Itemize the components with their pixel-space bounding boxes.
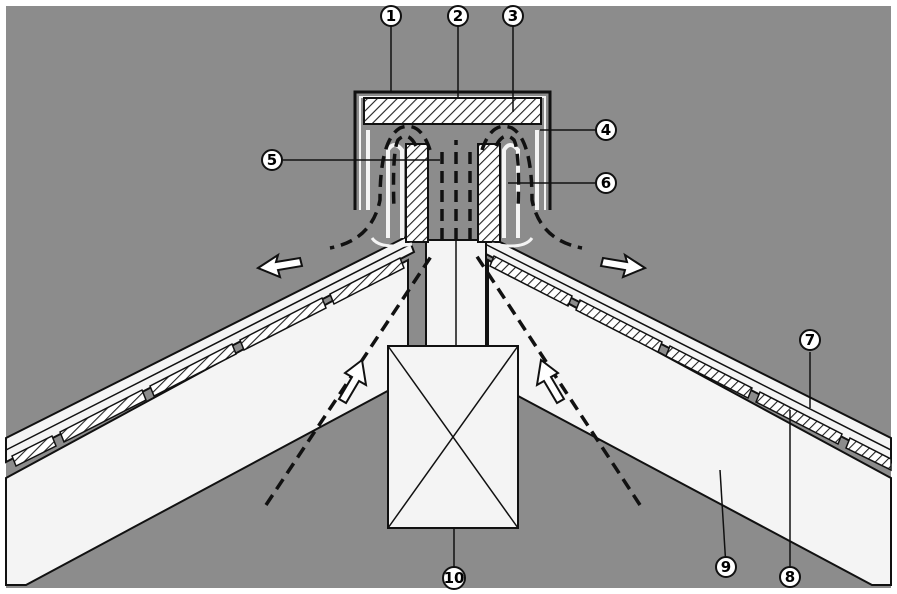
callout-4-label: 4 <box>601 121 611 139</box>
intake-arrow-right <box>535 358 566 405</box>
airflow-paths <box>264 124 642 506</box>
callout-10: 10 <box>442 566 466 590</box>
callout-10-label: 10 <box>444 569 465 587</box>
callout-9: 9 <box>715 556 737 578</box>
callout-2-label: 2 <box>453 7 463 25</box>
callout-2: 2 <box>447 5 469 27</box>
callout-5-label: 5 <box>267 151 277 169</box>
callout-4: 4 <box>595 119 617 141</box>
intake-arrow-left <box>337 358 368 405</box>
callout-6: 6 <box>595 172 617 194</box>
callout-1-label: 1 <box>386 7 396 25</box>
callout-7: 7 <box>799 329 821 351</box>
callout-3: 3 <box>502 5 524 27</box>
callout-leaders <box>283 26 811 568</box>
ridge-post <box>425 239 487 349</box>
left-tile-line <box>5 243 412 451</box>
ridge-beam <box>387 345 519 529</box>
callout-3-label: 3 <box>508 7 518 25</box>
callout-5: 5 <box>261 149 283 171</box>
left-tiles <box>11 256 405 468</box>
left-roof-deck <box>5 234 416 464</box>
right-tiles <box>489 254 892 472</box>
right-tile-line <box>484 243 892 451</box>
airflow-arrows <box>255 252 648 405</box>
ridge-vent-cap <box>353 90 552 248</box>
callout-1: 1 <box>380 5 402 27</box>
callout-8: 8 <box>779 566 801 588</box>
exhaust-arrow-left <box>255 252 304 279</box>
callout-9-label: 9 <box>721 558 731 576</box>
left-roof-slope <box>5 234 416 586</box>
callout-6-label: 6 <box>601 174 611 192</box>
callout-7-label: 7 <box>805 331 815 349</box>
callout-8-label: 8 <box>785 568 795 586</box>
callouts: 1 2 3 4 5 6 7 8 <box>261 5 821 590</box>
exhaust-arrow-right <box>599 252 648 279</box>
